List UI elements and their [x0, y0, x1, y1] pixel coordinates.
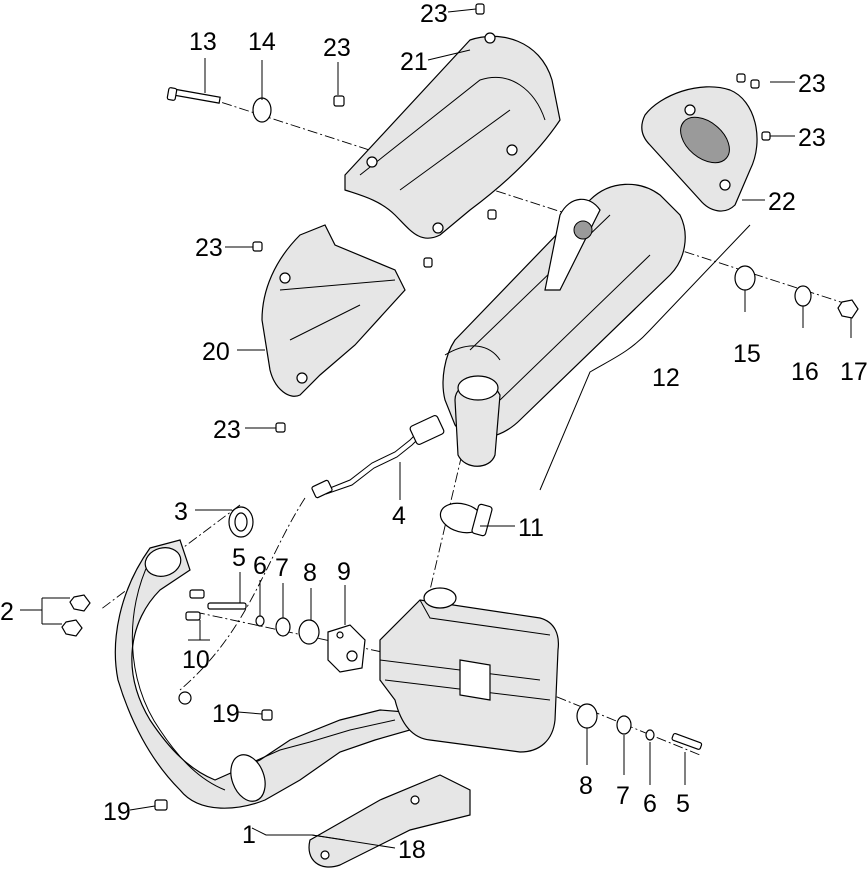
gasket-axis	[99, 504, 241, 611]
callout-7-rear: 7	[616, 782, 630, 810]
callout-17: 17	[840, 358, 867, 386]
clamp-axis	[429, 419, 471, 591]
callout-23-shield: 23	[323, 34, 351, 62]
callout-9: 9	[337, 558, 351, 586]
callout-23-bottom-left: 23	[213, 416, 241, 444]
clamp-11	[439, 502, 493, 537]
callout-8-front: 8	[303, 559, 317, 587]
callout-20: 20	[202, 338, 230, 366]
callout-1: 1	[242, 821, 256, 849]
callout-5-front: 5	[232, 544, 246, 572]
callout-15: 15	[733, 340, 761, 368]
sensor-axis	[179, 497, 306, 691]
callout-labels: 1 2 3 4 5 5 6 6 7 7 8 8 9 10 11 12 13 14…	[0, 0, 867, 864]
callout-14: 14	[248, 28, 276, 56]
leader-lines	[20, 8, 852, 849]
hardware-parts	[61, 3, 859, 811]
callout-13: 13	[189, 28, 217, 56]
callout-6-front: 6	[253, 552, 267, 580]
assembly-12-bracket	[539, 224, 751, 491]
callout-23-top: 23	[420, 0, 448, 28]
pre-silencer	[379, 587, 560, 753]
callout-19-lower: 19	[103, 798, 131, 826]
end-cap-22	[641, 86, 758, 212]
callout-10: 10	[182, 646, 210, 674]
flange-9	[327, 624, 366, 673]
callout-12: 12	[652, 364, 680, 392]
callout-2: 2	[0, 598, 14, 626]
header-pipe-1	[114, 539, 411, 809]
callout-19-upper: 19	[212, 700, 240, 728]
callout-6-rear: 6	[643, 790, 657, 818]
callout-18: 18	[398, 836, 426, 864]
callout-8-rear: 8	[579, 772, 593, 800]
callout-16: 16	[791, 358, 819, 386]
callout-4: 4	[392, 502, 406, 530]
heat-shield-lower-20	[261, 224, 406, 397]
callout-5-rear: 5	[676, 790, 690, 818]
callout-22: 22	[768, 188, 796, 216]
lower-guard-18	[308, 774, 471, 868]
callout-11: 11	[518, 514, 544, 542]
callout-23-cap-lower: 23	[798, 124, 826, 152]
gasket-3	[228, 506, 254, 538]
callout-21: 21	[400, 48, 428, 76]
heat-shield-upper-21	[344, 32, 561, 239]
muffler-12	[442, 183, 686, 467]
callout-3: 3	[174, 498, 188, 526]
callout-7-front: 7	[275, 554, 289, 582]
callout-23-left: 23	[195, 234, 223, 262]
o2-sensor-4	[311, 414, 445, 499]
callout-23-cap-upper: 23	[798, 70, 826, 98]
